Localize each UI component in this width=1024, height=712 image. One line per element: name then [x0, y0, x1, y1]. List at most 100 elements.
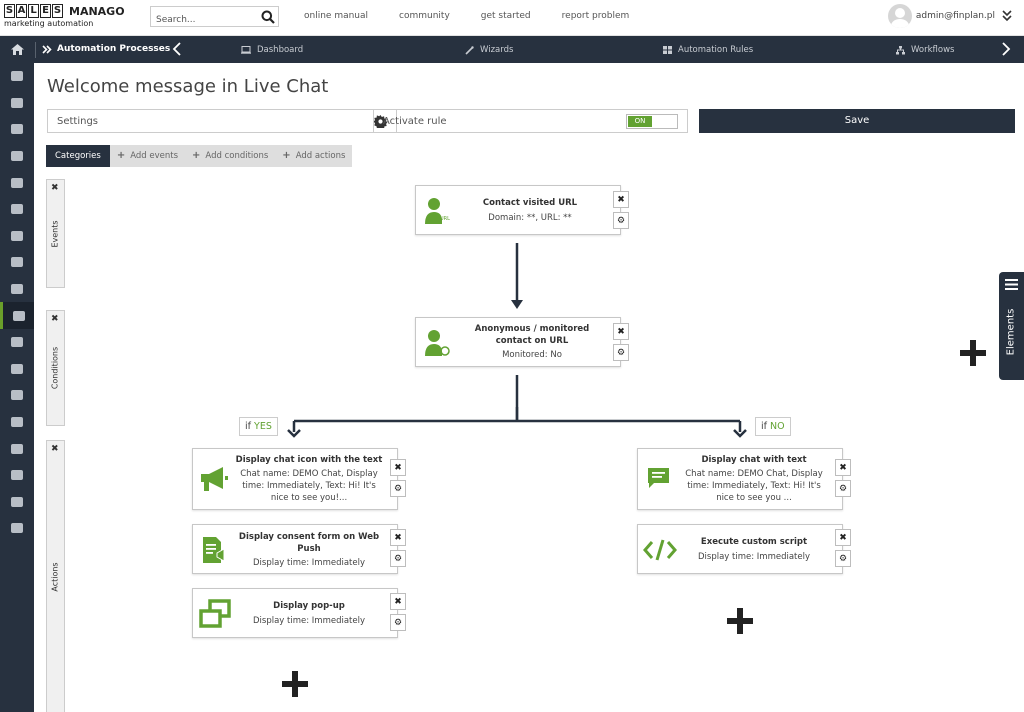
search-icon[interactable] [261, 10, 275, 24]
report-problem-link[interactable]: report problem [561, 11, 630, 21]
action-card[interactable]: Display chat with text Chat name: DEMO C… [637, 448, 843, 510]
chat-icon [648, 468, 669, 488]
activate-rule-toggle[interactable]: ON [626, 114, 678, 129]
sidebar-item[interactable] [0, 169, 34, 196]
calendar-icon [11, 417, 23, 428]
chevron-right-icon[interactable] [1001, 41, 1011, 57]
action-desc: Chat name: DEMO Chat, Display time: Imme… [240, 469, 378, 503]
menu-icon [1005, 279, 1018, 290]
sidebar-item[interactable] [0, 143, 34, 170]
sidebar-item[interactable] [0, 249, 34, 276]
nav-dashboard[interactable]: Dashboard [241, 45, 303, 55]
action-title: Display chat icon with the text [235, 455, 383, 465]
home-button[interactable] [0, 36, 34, 63]
sidebar-item[interactable] [0, 223, 34, 250]
nav-workflows[interactable]: Workflows [896, 45, 954, 55]
condition-card[interactable]: Anonymous / monitored contact on URL Mon… [415, 317, 621, 367]
action-card[interactable]: Execute custom script Display time: Imme… [637, 524, 843, 574]
form-icon [203, 537, 225, 563]
globe-icon [11, 390, 23, 401]
close-icon[interactable]: ✖ [613, 323, 629, 340]
flow-connectors [287, 243, 747, 438]
double-chevron-down-icon[interactable] [1002, 10, 1012, 22]
action-card[interactable]: Display chat icon with the text Chat nam… [192, 448, 398, 510]
chevron-left-icon[interactable] [172, 41, 182, 57]
sidebar-item[interactable] [0, 276, 34, 303]
tab-add-actions[interactable]: +Add actions [275, 145, 352, 167]
tab-add-conditions[interactable]: +Add conditions [185, 145, 275, 167]
breadcrumb[interactable]: Automation Processes [42, 44, 170, 54]
settings-label: Settings [57, 116, 99, 127]
action-card[interactable]: Display consent form on Web Push Display… [192, 524, 398, 574]
action-desc: Display time: Immediately [697, 552, 811, 562]
gear-icon[interactable] [374, 115, 387, 128]
community-link[interactable]: community [399, 11, 450, 21]
at-icon [11, 124, 23, 135]
plus-icon: + [192, 150, 201, 161]
close-icon[interactable]: ✖ [390, 593, 406, 610]
events-panel[interactable]: ✖ Events [46, 179, 65, 288]
add-element-button[interactable] [960, 340, 986, 366]
add-yes-action-button[interactable] [282, 671, 308, 697]
sidebar-item[interactable] [0, 462, 34, 489]
sidebar-item[interactable] [0, 435, 34, 462]
close-icon[interactable]: ✖ [613, 191, 629, 208]
tab-add-events[interactable]: +Add events [110, 145, 185, 167]
get-started-link[interactable]: get started [480, 11, 531, 21]
navigation-bar: Automation Processes Dashboard Wizards A… [0, 36, 1024, 63]
nav-automation-rules[interactable]: Automation Rules [663, 45, 753, 55]
condition-desc: Monitored: No [502, 350, 562, 360]
code-icon [643, 539, 677, 561]
action-card[interactable]: Display pop-up Display time: Immediately [192, 588, 398, 638]
save-button[interactable]: Save [699, 109, 1015, 133]
close-icon[interactable]: ✖ [51, 314, 59, 324]
tab-categories[interactable]: Categories [46, 145, 110, 167]
close-icon[interactable]: ✖ [390, 529, 406, 546]
event-card[interactable]: URL Contact visited URL Domain: **, URL:… [415, 185, 621, 235]
user-menu[interactable]: admin@finplan.pl [887, 4, 1012, 28]
automation-icon [12, 310, 25, 321]
sidebar-item[interactable] [0, 196, 34, 223]
close-icon[interactable]: ✖ [51, 183, 59, 193]
user-email: admin@finplan.pl [915, 11, 995, 21]
close-icon[interactable]: ✖ [835, 459, 851, 476]
sidebar-item[interactable] [0, 329, 34, 356]
svg-text:URL: URL [440, 216, 450, 222]
gear-icon[interactable]: ⚙ [390, 480, 406, 497]
sidebar-item[interactable] [0, 302, 34, 329]
sidebar-item[interactable] [0, 90, 34, 117]
sidebar-item[interactable] [0, 116, 34, 143]
gear-icon[interactable]: ⚙ [613, 344, 629, 361]
gear-icon[interactable]: ⚙ [613, 212, 629, 229]
gear-icon[interactable]: ⚙ [390, 550, 406, 567]
nav-wizards[interactable]: Wizards [465, 45, 513, 55]
gear-icon[interactable]: ⚙ [835, 550, 851, 567]
gear-icon[interactable]: ⚙ [835, 480, 851, 497]
close-icon[interactable]: ✖ [390, 459, 406, 476]
sidebar-item[interactable] [0, 489, 34, 516]
sidebar-item[interactable] [0, 63, 34, 90]
condition-title: Anonymous / monitored contact on URL [474, 324, 590, 346]
elements-panel-tab[interactable]: Elements [999, 272, 1024, 380]
close-icon[interactable]: ✖ [835, 529, 851, 546]
close-icon[interactable]: ✖ [51, 444, 59, 454]
sidebar-item[interactable] [0, 409, 34, 436]
sitemap-icon [896, 45, 905, 54]
popup-icon [199, 599, 231, 628]
sidebar-item[interactable] [0, 382, 34, 409]
add-no-action-button[interactable] [727, 608, 753, 634]
sidebar-item[interactable] [0, 356, 34, 383]
action-desc: Display time: Immediately [252, 558, 366, 568]
gear-icon[interactable]: ⚙ [390, 614, 406, 631]
chat-icon [11, 204, 23, 215]
online-manual-link[interactable]: online manual [304, 11, 369, 21]
settings-dropdown[interactable]: Settings [47, 109, 397, 133]
sidebar-item[interactable] [0, 515, 34, 542]
apps-icon [11, 337, 23, 348]
search-input[interactable] [151, 10, 255, 30]
conditions-panel[interactable]: ✖ Conditions [46, 310, 65, 426]
actions-panel[interactable]: ✖ Actions [46, 440, 65, 712]
grid-icon [663, 46, 672, 54]
